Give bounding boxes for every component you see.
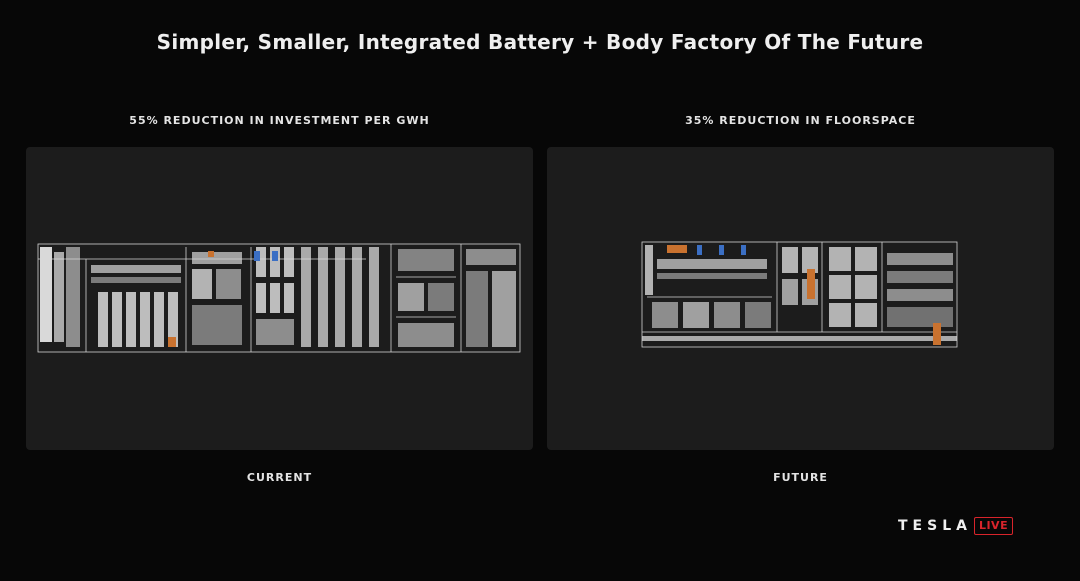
- slide-title: Simpler, Smaller, Integrated Battery + B…: [156, 30, 924, 54]
- future-factory-layout-drawing: [641, 241, 958, 348]
- tesla-wordmark: TESLA: [898, 518, 972, 534]
- current-factory-layout-drawing: [37, 243, 521, 353]
- right-caption: FUTURE: [773, 471, 828, 484]
- future-factory-panel: [547, 147, 1054, 450]
- tesla-live-logo: TESLA LIVE: [898, 514, 1038, 538]
- current-factory-panel: [26, 147, 533, 450]
- live-badge: LIVE: [973, 517, 1014, 535]
- right-headline: 35% REDUCTION IN FLOORSPACE: [685, 114, 916, 127]
- left-headline: 55% REDUCTION IN INVESTMENT PER GWH: [129, 114, 430, 127]
- left-caption: CURRENT: [246, 471, 313, 484]
